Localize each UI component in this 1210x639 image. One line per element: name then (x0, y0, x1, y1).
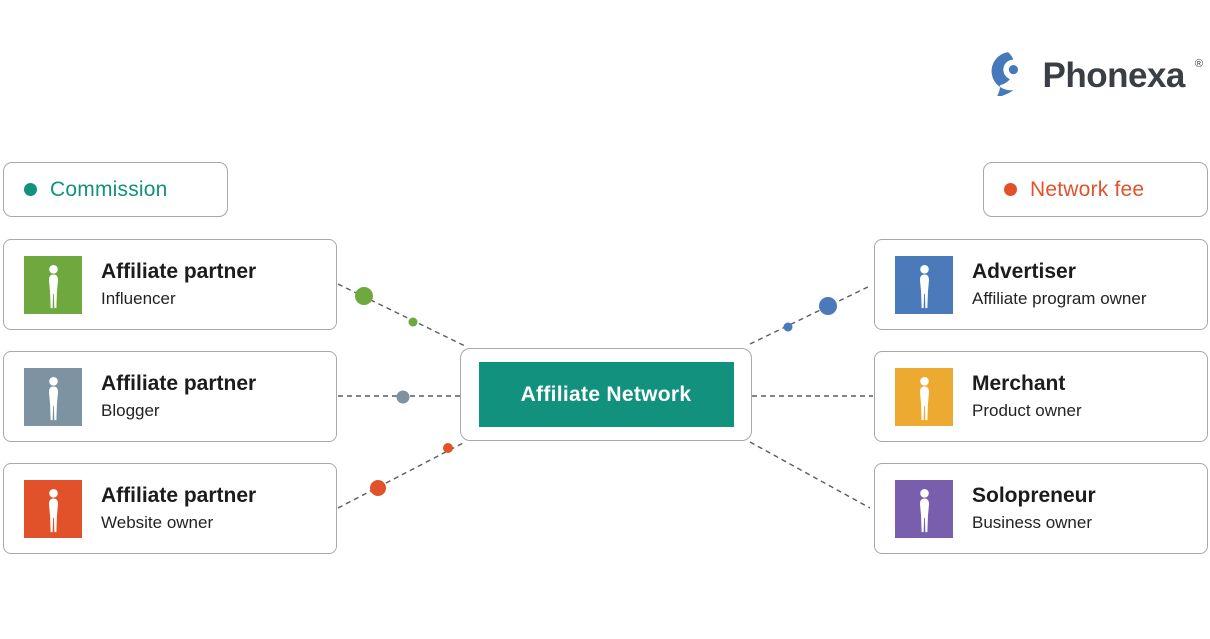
node-title: Advertiser (972, 260, 1076, 284)
line-website-owner-to-network (337, 441, 466, 509)
node-subtitle: Website owner (101, 512, 214, 532)
node-title: Affiliate partner (101, 484, 257, 508)
node-title: Merchant (972, 372, 1066, 396)
line-influencer-to-network (337, 283, 466, 347)
node-advertiser: Advertiser Affiliate program owner (874, 239, 1208, 330)
person-icon (24, 255, 82, 314)
node-affiliate-partner-blogger: Affiliate partner Blogger (3, 351, 337, 442)
legend-commission-label: Commission (50, 177, 168, 201)
legend-commission: Commission (3, 162, 228, 217)
phonexa-logo: Phonexa ® (988, 50, 1203, 101)
person-icon (24, 479, 82, 538)
dashed-lines (337, 283, 873, 509)
flow-dot-influencer-small (408, 317, 418, 327)
node-affiliate-network: Affiliate Network (460, 348, 752, 441)
phonexa-logo-icon (988, 50, 1034, 101)
node-subtitle: Influencer (101, 288, 176, 308)
node-title: Solopreneur (972, 484, 1096, 508)
node-affiliate-partner-influencer: Affiliate partner Influencer (3, 239, 337, 330)
node-merchant: Merchant Product owner (874, 351, 1208, 442)
node-subtitle: Blogger (101, 400, 160, 420)
node-subtitle: Product owner (972, 400, 1082, 420)
network-fee-dot-icon (1004, 183, 1017, 196)
line-network-to-solopreneur (749, 441, 871, 509)
phonexa-logo-text: Phonexa (1042, 55, 1186, 95)
flow-dot-website-owner-large (370, 480, 386, 496)
flow-dot-advertiser-large (819, 297, 837, 315)
registered-trademark-symbol: ® (1194, 57, 1203, 70)
flow-dot-blogger (396, 390, 410, 404)
commission-dot-icon (24, 183, 37, 196)
node-affiliate-partner-website-owner: Affiliate partner Website owner (3, 463, 337, 554)
person-icon (895, 255, 953, 314)
flow-dot-influencer-large (355, 287, 373, 305)
legend-network-fee-label: Network fee (1030, 177, 1145, 201)
person-icon (895, 479, 953, 538)
affiliate-network-label: Affiliate Network (478, 362, 734, 427)
legend-network-fee: Network fee (983, 162, 1208, 217)
node-subtitle: Affiliate program owner (972, 288, 1147, 308)
line-network-to-advertiser (749, 285, 871, 345)
node-subtitle: Business owner (972, 512, 1093, 532)
flow-dot-website-owner-small (443, 443, 453, 453)
node-solopreneur: Solopreneur Business owner (874, 463, 1208, 554)
node-title: Affiliate partner (101, 372, 257, 396)
node-title: Affiliate partner (101, 260, 257, 284)
person-icon (24, 367, 82, 426)
person-icon (895, 367, 953, 426)
flow-dot-advertiser-small (783, 322, 793, 332)
